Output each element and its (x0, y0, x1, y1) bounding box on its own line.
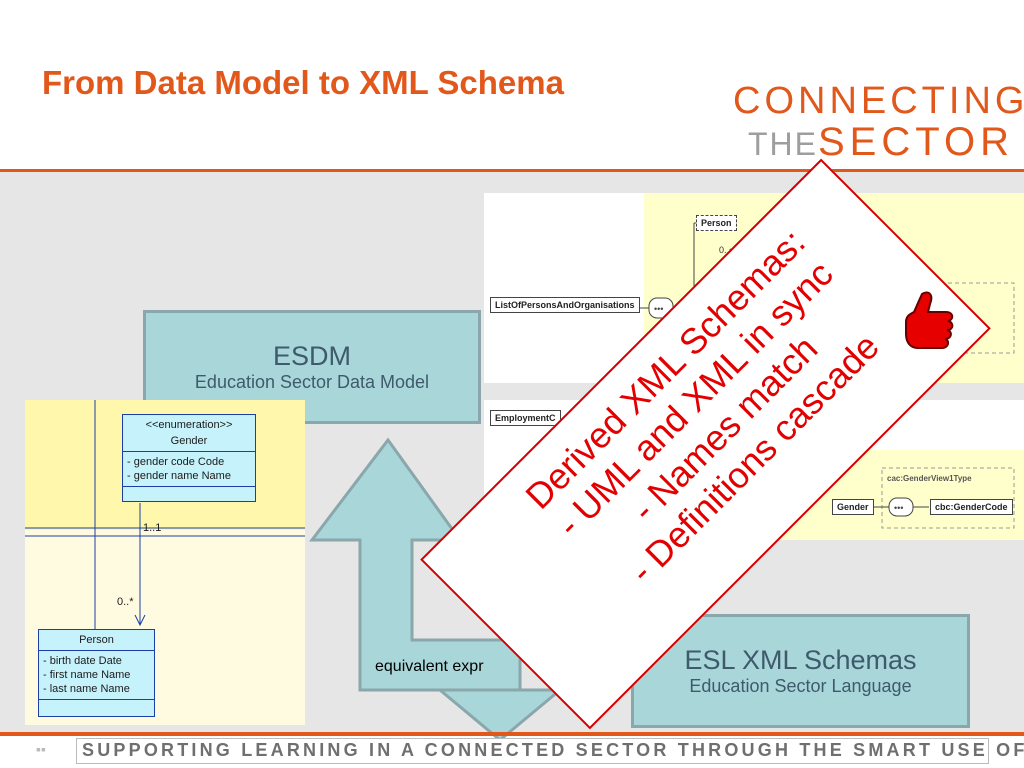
esl-title: ESL XML Schemas (684, 645, 917, 675)
uml-person-attr: - first name Name (43, 669, 131, 681)
svg-text:•••: ••• (654, 304, 663, 314)
uml-gender-attr: - gender code Code (127, 456, 225, 468)
uml-connectors (25, 400, 305, 630)
xml-node-person: Person (696, 215, 737, 231)
footer-decoration: ▪▪ (36, 741, 46, 757)
uml-gender-attributes: - gender code Code - gender name Name (123, 452, 255, 487)
footer-tagline: SUPPORTING LEARNING IN A CONNECTED SECTO… (82, 740, 1024, 760)
logo-the-sector: THESECTOR (748, 122, 1014, 162)
logo-the: THE (748, 126, 818, 162)
esdm-title: ESDM (272, 341, 351, 371)
xml-connectors-bottom: ••• (872, 467, 1015, 529)
uml-diagram: <<enumeration>> Gender - gender code Cod… (25, 400, 305, 725)
logo-connecting: CONNECTING (733, 80, 1024, 122)
uml-person-attr: - birth date Date (43, 655, 122, 667)
footer-divider (0, 732, 1024, 736)
footer-band (76, 738, 989, 764)
xml-node-gender-code: cbc:GenderCode (930, 499, 1013, 515)
slide-title: From Data Model to XML Schema (42, 64, 564, 101)
uml-class-gender: <<enumeration>> Gender - gender code Cod… (122, 414, 256, 502)
uml-person-attributes: - birth date Date - first name Name - la… (39, 651, 154, 700)
uml-class-person: Person - birth date Date - first name Na… (38, 629, 155, 717)
xml-person-multiplicity: 0..∞ (719, 245, 736, 255)
uml-person-attr: - last name Name (43, 683, 130, 695)
esl-box: ESL XML Schemas Education Sector Languag… (631, 614, 970, 728)
arrow-label: equivalent expr (375, 658, 484, 675)
uml-gender-header: <<enumeration>> Gender (123, 415, 255, 452)
thumbs-up-icon (905, 291, 954, 349)
svg-text:•••: ••• (894, 503, 903, 513)
xml-gender-type: cac:GenderView1Type (887, 474, 972, 483)
uml-person-name: Person (39, 630, 154, 651)
esdm-subtitle: Education Sector Data Model (194, 372, 430, 392)
logo-sector: SECTOR (818, 120, 1014, 164)
uml-multiplicity-top: 1..1 (143, 522, 162, 534)
uml-gender-stereotype: <<enumeration>> (145, 419, 233, 431)
header-divider (0, 169, 1024, 172)
uml-gender-name: Gender (170, 435, 208, 447)
xml-node-gender: Gender (832, 499, 874, 515)
uml-multiplicity-bottom: 0..* (117, 596, 134, 608)
uml-gender-attr: - gender name Name (127, 470, 231, 482)
esl-subtitle: Education Sector Language (689, 676, 912, 696)
xml-node-employment: EmploymentC (490, 410, 561, 426)
xml-node-list-of-persons: ListOfPersonsAndOrganisations (490, 297, 640, 313)
